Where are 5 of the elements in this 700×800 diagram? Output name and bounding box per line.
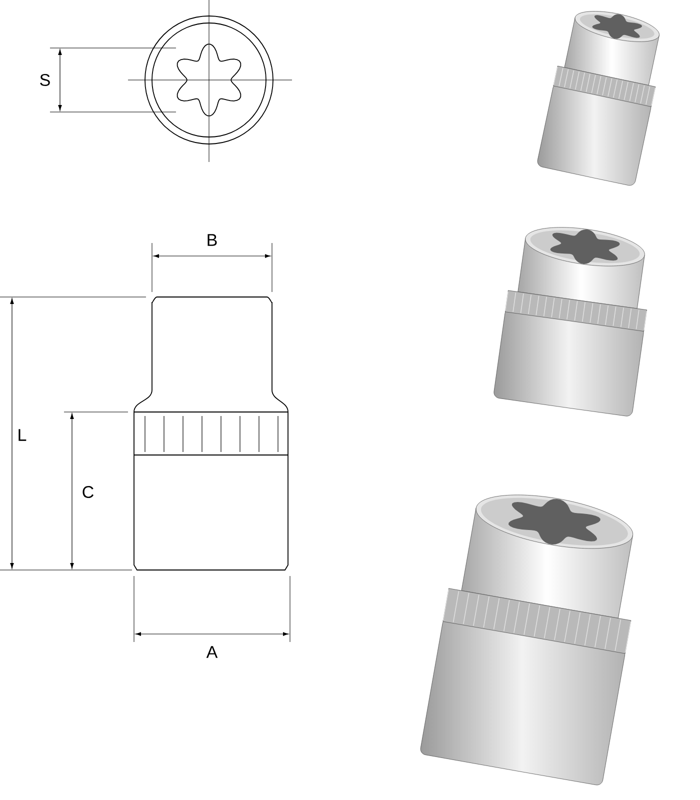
- dimension-label: A: [206, 646, 218, 658]
- dimension-label: S: [40, 74, 50, 86]
- dimension-label: C: [82, 486, 94, 498]
- dimension-label: L: [18, 429, 26, 441]
- dimension-label: B: [208, 234, 217, 246]
